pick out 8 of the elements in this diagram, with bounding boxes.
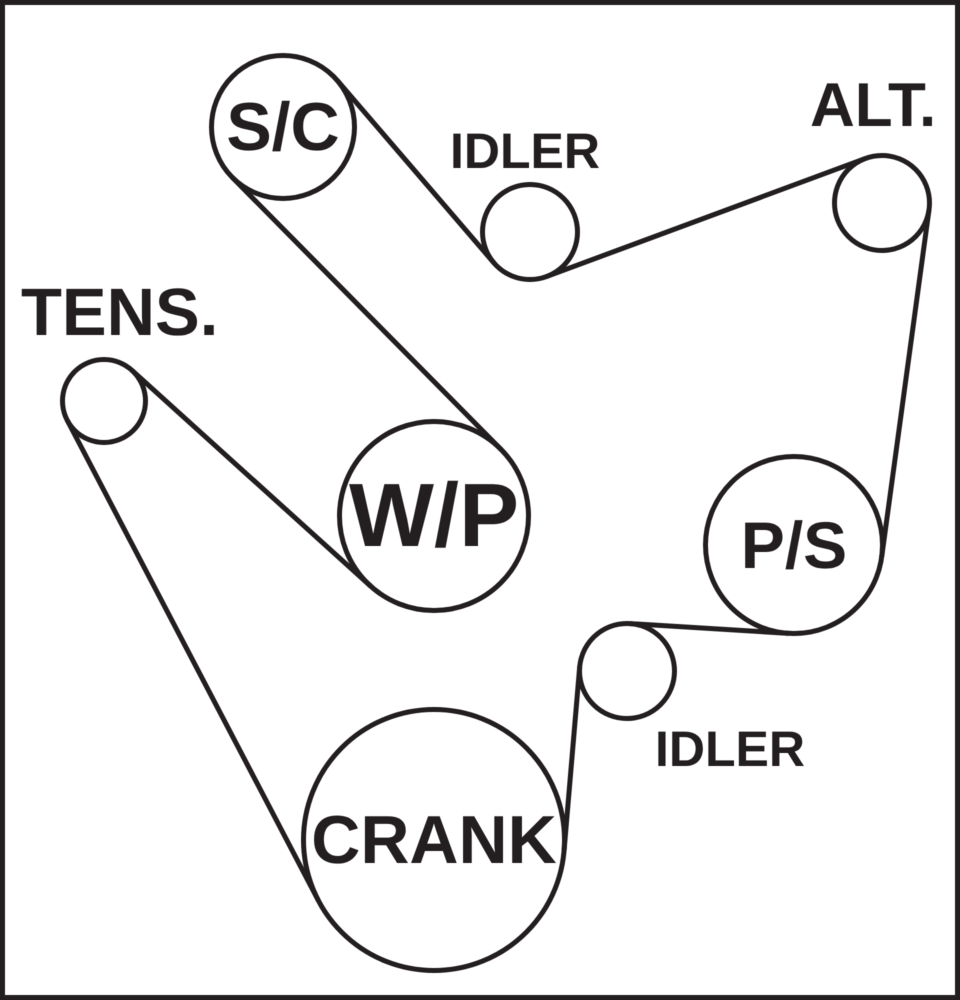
pulley-label: IDLER: [655, 724, 805, 774]
pulley-label: S/C: [226, 93, 340, 161]
pulley-label: W/P: [349, 471, 519, 561]
pulley-label: P/S: [740, 512, 848, 578]
pulley-label: TENS.: [21, 279, 218, 346]
pulley-label: IDLER: [450, 126, 600, 176]
pulley-label: CRANK: [311, 806, 557, 874]
pulley-label: ALT.: [810, 75, 936, 137]
